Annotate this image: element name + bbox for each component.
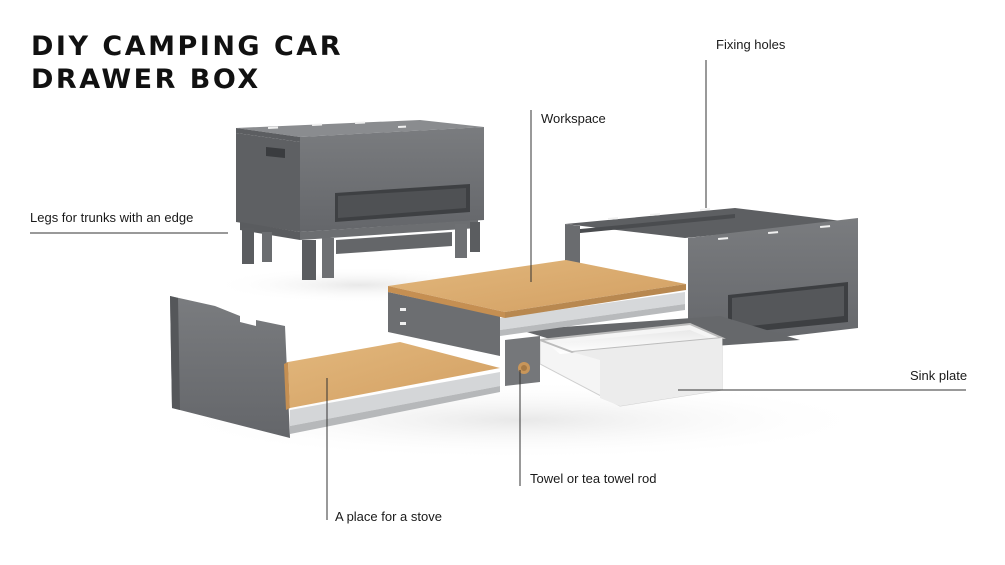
sink-basin-drawing [539,322,726,407]
closed-box-drawing [236,120,484,280]
towel-rod-drawing [505,336,540,386]
stove-drawer-drawing [170,296,500,438]
workspace-label: Workspace [541,111,606,126]
legs-label: Legs for trunks with an edge [30,210,194,225]
title-line-1: DIY CAMPING CAR [31,31,343,62]
workspace-drawer-drawing [388,260,686,356]
towel-rod-label: Towel or tea towel rod [530,471,657,486]
leader-lines [30,60,966,520]
fixing-holes-label: Fixing holes [716,37,786,52]
title-line-2: DRAWER BOX [31,64,261,95]
sink-plate-label: Sink plate [910,368,968,383]
diagram-title: DIY CAMPING CAR DRAWER BOX [31,30,343,96]
stove-place-label: A place for a stove [335,509,442,524]
